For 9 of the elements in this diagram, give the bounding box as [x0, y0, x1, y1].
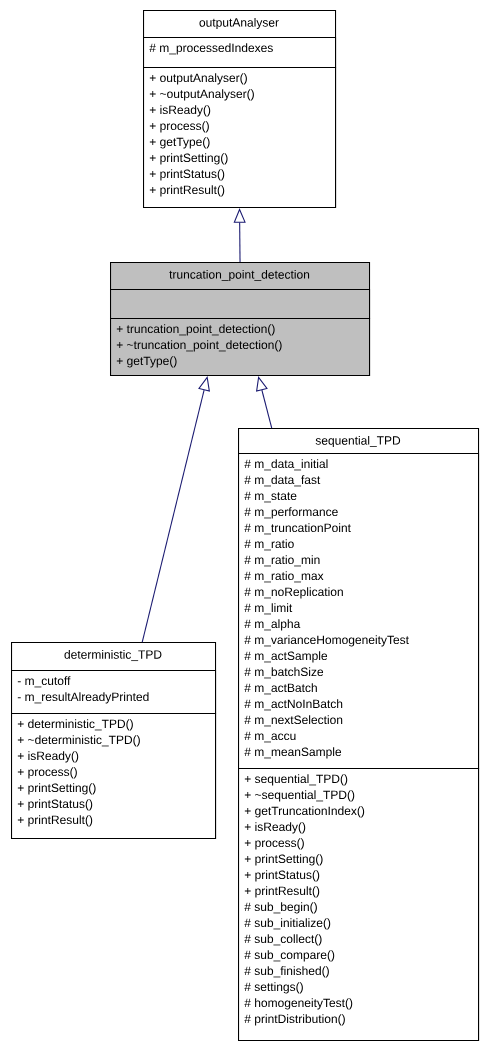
inheritance-arrow — [233, 208, 246, 263]
empty-compartment — [110, 289, 371, 320]
inheritance-arrow — [256, 376, 273, 429]
member-list: + truncation_point_detection() + ~truncation_point_detection() + getType() — [110, 318, 371, 377]
member-list: + sequential_TPD() + ~sequential_TPD() + getTruncationIndex() + isReady() + process() + printSetting() + printStatus() + printResult() # sub_begin() # sub_initialize() # sub_collect() # sub_compare() # sub_finished() # settings() # homogeneityTest() # printDistribution() — [238, 768, 480, 1042]
member-list: # m_data_initial # m_data_fast # m_state # m_performance # m_truncationPoint # m_ratio # m_ratio_min # m_ratio_max # m_noReplication # m_limit # m_alpha # m_varianceHomogeneityTest # m_actSample # m_batchSize # m_actBatch # m_actNoInBatch # m_nextSelection # m_accu # m_meanSample — [238, 453, 480, 770]
member-list: # m_processedIndexes — [143, 37, 337, 69]
inheritance-arrow — [141, 376, 210, 643]
member-list: - m_cutoff - m_resultAlreadyPrinted — [11, 670, 217, 715]
